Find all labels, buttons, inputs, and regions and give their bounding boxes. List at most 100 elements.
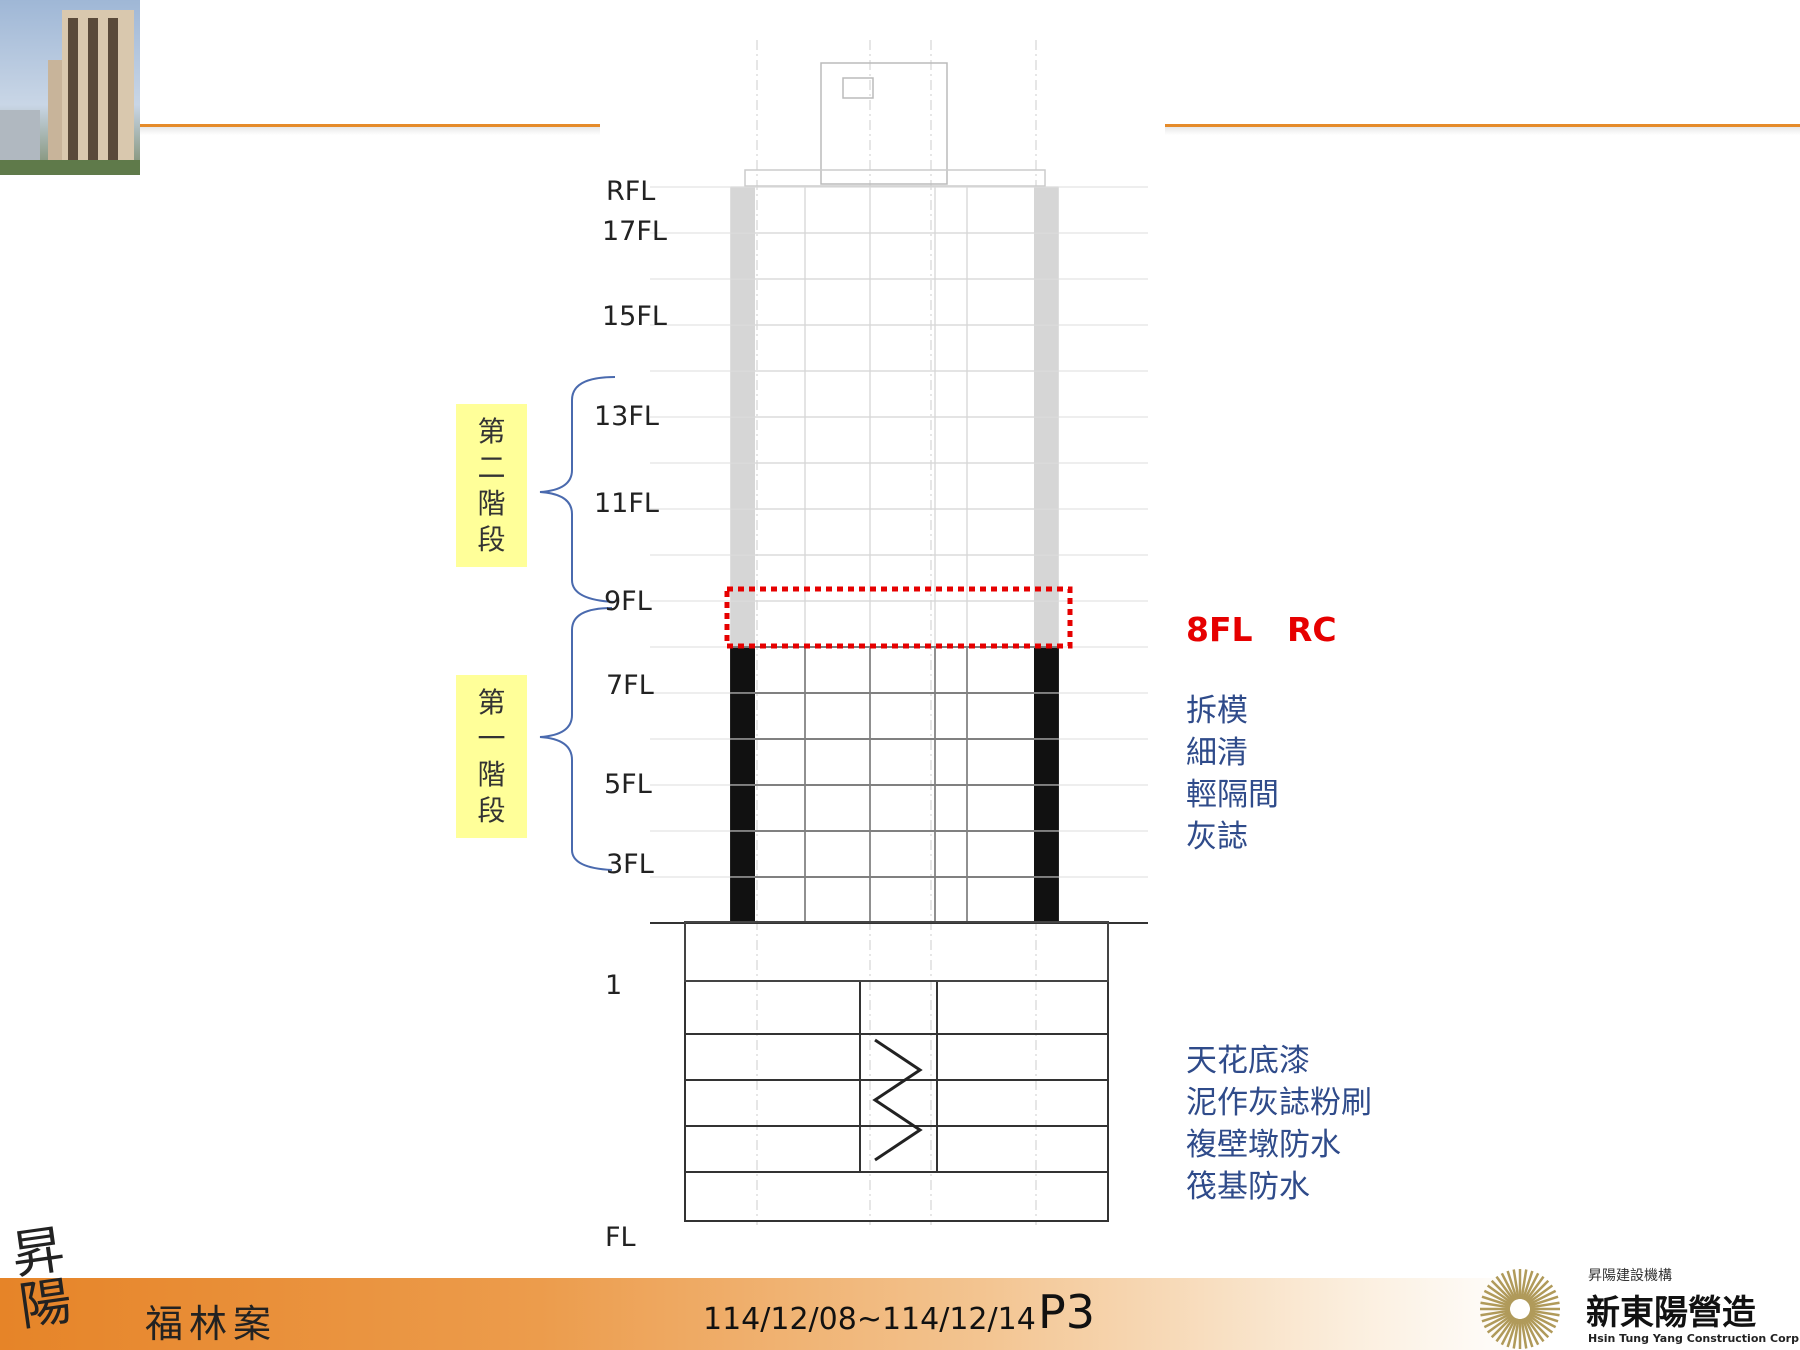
sunburst-ray <box>1520 1318 1528 1349</box>
floor-label: 13FL <box>594 401 659 432</box>
sunburst-ray <box>1521 1318 1534 1348</box>
task-item: 細清 <box>1186 735 1248 771</box>
task-item: 天花底漆 <box>1186 1043 1310 1079</box>
brand-script-logo: 昇陽 <box>0 1221 73 1333</box>
date-range: 114/12/08~114/12/14 <box>703 1302 1036 1337</box>
floor <box>650 692 1148 740</box>
floor-column-right <box>1034 693 1058 739</box>
sunburst-ray <box>1506 1318 1519 1348</box>
corp-name: 新東陽營造 <box>1586 1293 1756 1333</box>
stage1-char: 第 <box>477 685 506 719</box>
sunburst-ray <box>1480 1309 1511 1317</box>
penthouse <box>744 62 1046 187</box>
sunburst-ray <box>1512 1318 1520 1349</box>
page-number: P3 <box>1038 1285 1096 1339</box>
stage1-char: 階 <box>477 757 506 791</box>
sunburst-ray <box>1495 1275 1516 1302</box>
header-rule-right <box>1165 124 1800 127</box>
floor <box>650 508 1148 556</box>
floor-column-left <box>731 325 755 371</box>
header-rule-shadow <box>1165 127 1800 135</box>
header-rule-shadow <box>140 127 600 135</box>
floor-outline <box>730 830 1059 878</box>
floor-outline <box>730 876 1059 924</box>
floor-column-right <box>1034 601 1058 647</box>
sunburst-ray <box>1483 1312 1512 1329</box>
floor <box>650 462 1148 510</box>
stage1-char: 段 <box>477 793 506 827</box>
current-floor-highlight <box>724 586 1073 649</box>
floor <box>650 876 1148 924</box>
basement <box>684 921 1109 1222</box>
floor-outline <box>730 508 1059 556</box>
floors <box>650 186 1148 924</box>
stage2-char: 第 <box>477 414 506 448</box>
floor-label: 11FL <box>594 488 659 519</box>
sunburst-ray <box>1524 1275 1545 1302</box>
building-photo-graphic <box>0 10 140 175</box>
floor-column-left <box>731 693 755 739</box>
sunburst-ray <box>1528 1312 1557 1329</box>
floor-column-left <box>731 371 755 417</box>
floor-outline <box>730 738 1059 786</box>
floor-column-right <box>1034 555 1058 601</box>
floor-column-left <box>731 647 755 693</box>
floor <box>650 416 1148 464</box>
floor-label: 7FL <box>606 670 654 701</box>
sunburst-ray <box>1529 1309 1560 1317</box>
floor-column-right <box>1034 509 1058 555</box>
floor-column-right <box>1034 877 1058 923</box>
floor-column-right <box>1034 279 1058 325</box>
floor-label: 5FL <box>604 769 652 800</box>
task-item: 筏基防水 <box>1186 1169 1310 1205</box>
floor-label: 3FL <box>606 849 654 880</box>
sunburst-ray <box>1527 1313 1554 1334</box>
lower-tasks-list: 天花底漆 泥作灰誌粉刷 複壁墩防水 筏基防水 <box>1186 1040 1372 1208</box>
floor-column-left <box>731 555 755 601</box>
sunburst-ray <box>1526 1279 1550 1303</box>
sunburst-ray <box>1524 1316 1545 1343</box>
floor-column-left <box>731 877 755 923</box>
floor <box>650 324 1148 372</box>
floor <box>650 278 1148 326</box>
floor-label: FL <box>605 1222 636 1253</box>
sunburst-ray <box>1500 1272 1517 1301</box>
sunburst-logo-icon <box>1480 1269 1560 1349</box>
floor-column-left <box>731 187 755 233</box>
floor-column-left <box>731 233 755 279</box>
stage2-char: 二 <box>477 450 506 484</box>
sunburst-ray <box>1490 1315 1514 1339</box>
floor <box>650 554 1148 602</box>
floor-outline <box>730 186 1059 234</box>
sunburst-ray <box>1520 1269 1528 1300</box>
building-photo <box>0 0 140 175</box>
sunburst-ray <box>1480 1301 1511 1309</box>
corp-subtitle: 昇陽建設機構 <box>1588 1268 1672 1284</box>
floor <box>650 784 1148 832</box>
floor-column-left <box>731 785 755 831</box>
floor-label: 15FL <box>602 301 667 332</box>
task-item: 拆模 <box>1186 693 1248 729</box>
sunburst-ray <box>1495 1316 1516 1343</box>
floor-column-left <box>731 739 755 785</box>
floor-outline <box>730 416 1059 464</box>
stage2-char: 段 <box>477 522 506 556</box>
floor-column-left <box>731 831 755 877</box>
floor-column-right <box>1034 187 1058 233</box>
sunburst-ray <box>1512 1269 1520 1300</box>
stage-braces <box>539 376 616 871</box>
drawing-gridlines <box>756 40 1037 1225</box>
sunburst-ray <box>1528 1289 1557 1306</box>
project-name: 福林案 <box>145 1302 278 1346</box>
floor-label: 1 <box>605 970 623 1001</box>
sunburst-ray <box>1481 1295 1511 1308</box>
floor-label: 17FL <box>602 216 667 247</box>
floor-column-right <box>1034 785 1058 831</box>
sunburst-ray <box>1506 1270 1519 1300</box>
floor-column-left <box>731 463 755 509</box>
floor-outline <box>730 646 1059 694</box>
sunburst-ray <box>1486 1313 1513 1334</box>
task-item: 灰誌 <box>1186 819 1248 855</box>
stage1-char: 一 <box>477 721 506 755</box>
stage2-brace <box>539 376 616 603</box>
